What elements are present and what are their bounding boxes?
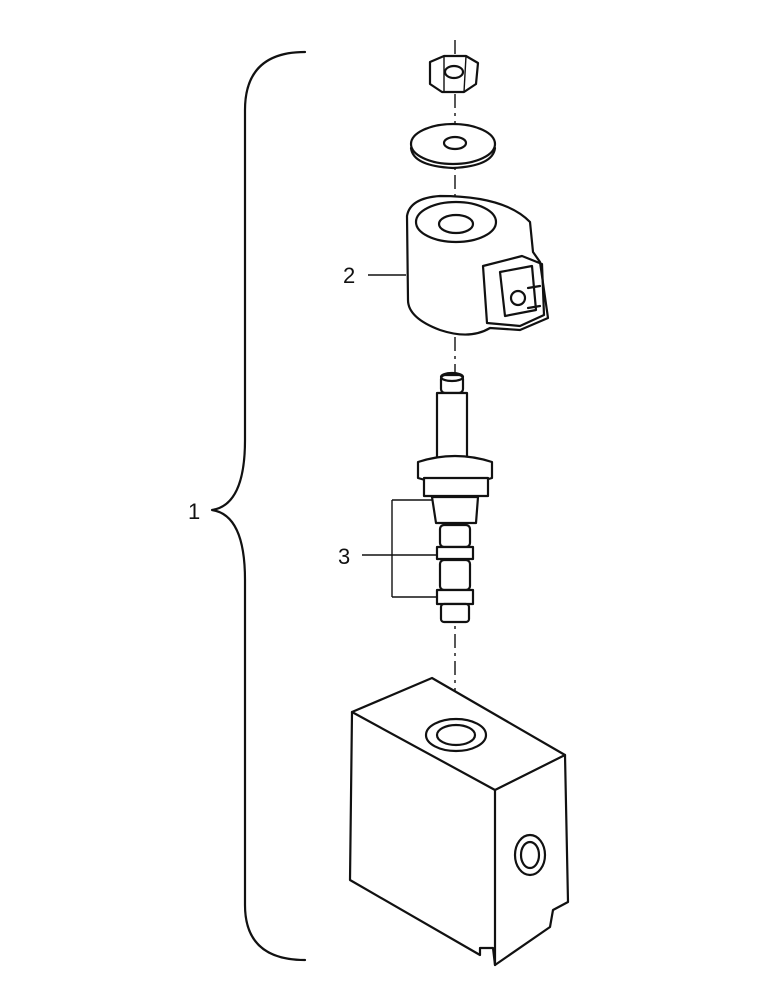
callout-2: 2 — [343, 263, 355, 288]
leader-bracket-3 — [362, 499, 437, 598]
callout-3: 3 — [338, 544, 350, 569]
valve-body — [348, 676, 570, 967]
assembly-brace — [210, 50, 307, 962]
solenoid-coil — [405, 194, 550, 336]
valve-cartridge — [416, 371, 494, 624]
callout-1: 1 — [188, 499, 200, 524]
flat-washer — [409, 122, 497, 170]
hex-nut — [428, 54, 480, 94]
